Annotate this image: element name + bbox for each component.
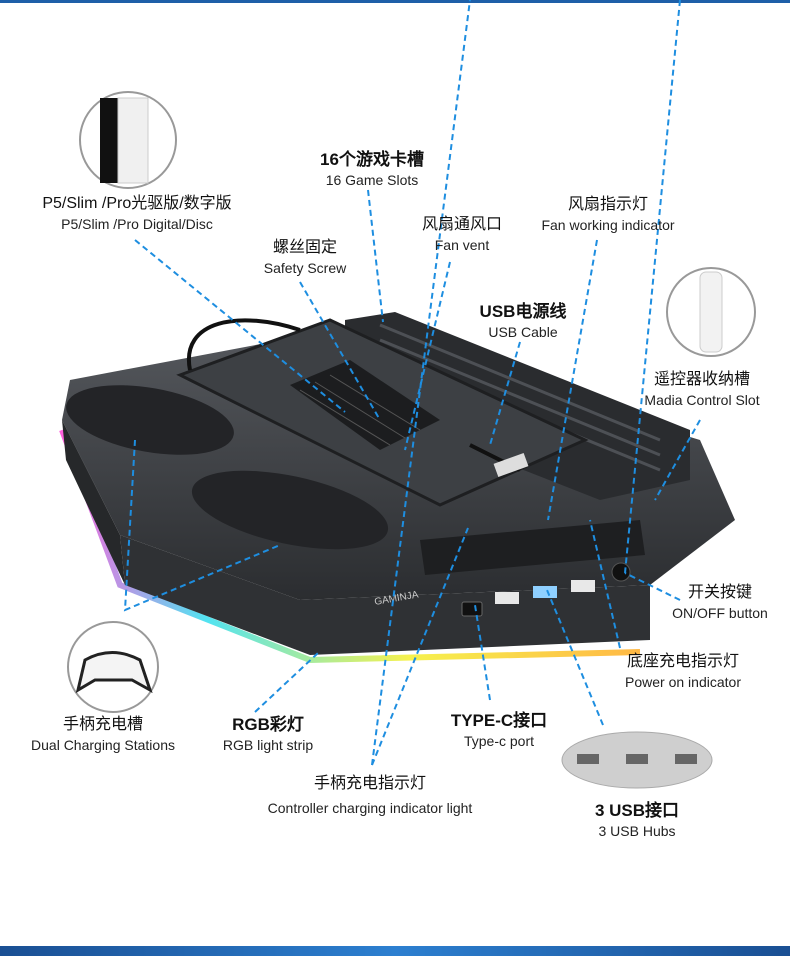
label-en: Power on indicator: [625, 674, 741, 690]
label-en: RGB light strip: [222, 737, 314, 753]
label-cn: RGB彩灯: [232, 715, 304, 734]
type-c-port: [461, 601, 483, 617]
top-border: [0, 0, 790, 3]
controller-cradle: [66, 385, 234, 455]
label-en: Safety Screw: [263, 260, 347, 276]
label-cn: 手柄充电槽: [62, 716, 144, 733]
label-cn: 风扇通风口: [421, 216, 503, 233]
label-on-off: 开关按键 ON/OFF button: [672, 583, 768, 623]
base-front: [120, 535, 650, 655]
label-cn: 遥控器收纳槽: [653, 371, 751, 388]
label-en: P5/Slim /Pro Digital/Disc: [61, 216, 213, 232]
label-en: Type-c port: [463, 733, 535, 749]
label-console: P5/Slim /Pro光驱版/数字版 P5/Slim /Pro Digital/…: [42, 194, 231, 234]
label-cn: 16个游戏卡槽: [320, 150, 424, 169]
label-type-c: TYPE-C接口 Type-c port: [451, 711, 547, 751]
label-en: Dual Charging Stations: [31, 737, 175, 753]
leader-lines: [123, 0, 701, 766]
label-cn: USB电源线: [479, 302, 567, 321]
label-power-indicator: 底座充电指示灯 Power on indicator: [625, 652, 741, 692]
label-fan-indicator: 风扇指示灯 Fan working indicator: [541, 195, 674, 235]
label-cn: P5/Slim /Pro光驱版/数字版: [42, 195, 232, 212]
label-usb-hubs: 3 USB接口 3 USB Hubs: [595, 801, 679, 841]
label-cn: 风扇指示灯: [567, 196, 648, 213]
on-off-button: [611, 562, 631, 582]
label-en: USB Cable: [488, 324, 558, 340]
label-en: Fan vent: [434, 237, 490, 253]
usb-port: [533, 586, 557, 598]
label-en: Controller charging indicator light: [267, 800, 473, 816]
game-slot-tower: [345, 312, 690, 500]
label-cn: 3 USB接口: [594, 801, 680, 820]
label-cn: TYPE-C接口: [450, 711, 548, 730]
label-cn: 底座充电指示灯: [626, 653, 740, 670]
label-remote-slot: 遥控器收纳槽 Madia Control Slot: [644, 370, 759, 410]
label-game-slots: 16个游戏卡槽 16 Game Slots: [320, 150, 424, 190]
controller-cradle: [191, 470, 389, 550]
label-en: 3 USB Hubs: [598, 823, 676, 839]
label-safety-screw: 螺丝固定 Safety Screw: [264, 238, 346, 278]
label-controller-indicator: 手柄充电指示灯 Controller charging indicator lig…: [268, 774, 473, 818]
label-cn: 螺丝固定: [272, 239, 338, 256]
usb-port: [495, 592, 519, 604]
label-fan-vent: 风扇通风口 Fan vent: [422, 215, 502, 255]
label-en: Fan working indicator: [541, 217, 675, 233]
label-en: ON/OFF button: [672, 605, 768, 621]
control-panel: [420, 520, 645, 575]
fan-grille: [290, 360, 440, 450]
label-en: 16 Game Slots: [325, 172, 419, 188]
label-cn: 开关按键: [687, 584, 753, 601]
label-cn: 手柄充电指示灯: [313, 775, 427, 792]
label-rgb: RGB彩灯 RGB light strip: [223, 715, 313, 755]
label-en: Madia Control Slot: [644, 392, 760, 408]
bottom-border: [0, 946, 790, 956]
label-dual-charging: 手柄充电槽 Dual Charging Stations: [31, 715, 175, 755]
label-usb-cable: USB电源线 USB Cable: [480, 302, 567, 342]
usb-port: [571, 580, 595, 592]
